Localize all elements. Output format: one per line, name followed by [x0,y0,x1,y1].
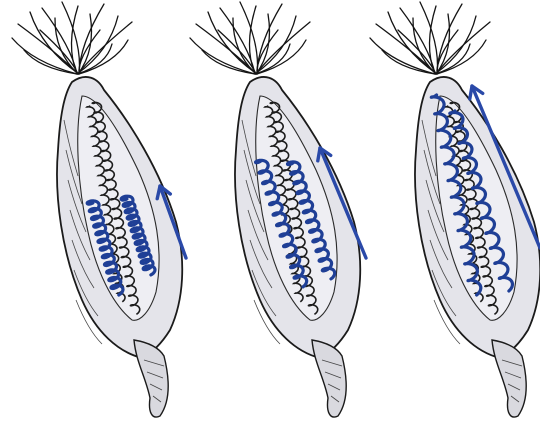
tentacle-crown [12,2,132,74]
tentacle-crown [370,2,490,74]
tentacle [382,50,435,74]
tentacle [24,50,77,74]
panel-3 [370,2,540,417]
tail-stalk [134,340,168,417]
tentacle [190,38,255,74]
tentacle [437,40,486,74]
tentacle-crown [190,2,310,74]
tentacle [257,40,306,74]
tentacle [12,38,77,74]
tail-stalk [492,340,526,417]
tail-stalk [312,340,346,417]
tentacle [79,40,128,74]
panel-1 [12,2,182,417]
tentacle [202,50,255,74]
tentacle [370,38,435,74]
panel-2 [190,2,360,417]
